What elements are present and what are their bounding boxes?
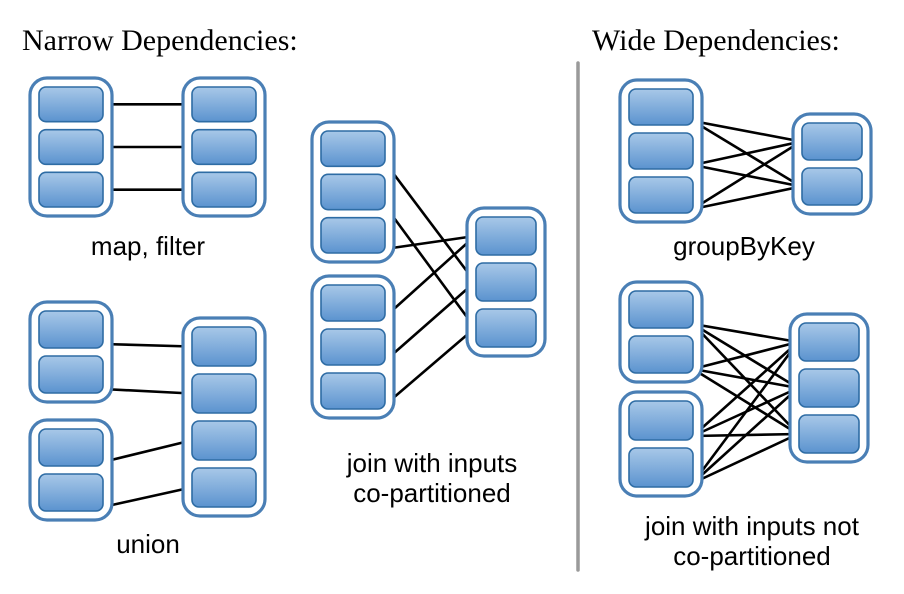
join-nocopart-source-rdd-1-partition-2 — [628, 335, 694, 374]
union-target-rdd-partition-4 — [191, 467, 257, 508]
groupbykey-group-arrow-5 — [692, 140, 802, 211]
join-nocopart-target-rdd-partition-3 — [798, 414, 860, 454]
map-filter-target-rdd-partition-1 — [191, 86, 257, 123]
join-copart-source-rdd-1-partition-1 — [320, 130, 386, 168]
join-not-copartitioned-group-arrow-1 — [692, 322, 799, 345]
join-copartitioned-group-arrow-1 — [383, 161, 477, 283]
join-nocopart-source-rdd-2-partition-1 — [628, 400, 694, 441]
join-not-copartitioned-group-arrow-6 — [692, 367, 799, 436]
union-source-rdd-2-partition-1 — [38, 428, 104, 467]
dependency-arrows-layer — [102, 100, 802, 509]
wide-dependencies-heading: Wide Dependencies: — [592, 24, 840, 57]
union-caption: union — [116, 529, 180, 559]
union-target-rdd-partition-3 — [191, 420, 257, 461]
join-copartitioned-group-arrow-5 — [384, 281, 476, 362]
join-nocopart-source-rdd-2-partition-2 — [628, 447, 694, 488]
join-copart-source-rdd-1-partition-2 — [320, 173, 386, 211]
groupbykey-group-arrow-1 — [692, 119, 802, 144]
map-filter-target-rdd-partition-3 — [191, 171, 257, 208]
join-not-copartitioned-group-arrow-11 — [692, 387, 799, 484]
join-copart-target-rdd-partition-1 — [475, 216, 537, 256]
union-group-arrow-3 — [102, 439, 192, 464]
join-copartitioned-group-arrow-6 — [384, 327, 476, 406]
join-copart-source-rdd-2-partition-2 — [320, 328, 386, 366]
groupbykey-target-rdd-partition-2 — [801, 167, 863, 206]
union-target-rdd-partition-1 — [191, 326, 257, 367]
map-filter-source-rdd-partition-1 — [38, 86, 104, 123]
join-copartitioned-group-arrow-4 — [384, 235, 476, 318]
join-copart-source-rdd-2-partition-3 — [320, 372, 386, 410]
join-nocopart-target-rdd-partition-1 — [798, 322, 860, 362]
map-filter-caption: map, filter — [91, 231, 205, 261]
groupbykey-target-rdd-partition-1 — [801, 122, 863, 161]
map-filter-source-rdd-partition-3 — [38, 171, 104, 208]
join-not-copartitioned-group-arrow-5 — [692, 367, 799, 390]
union-group-arrow-4 — [102, 485, 192, 509]
join-copart-source-rdd-1-partition-3 — [320, 216, 386, 254]
groupbykey-source-rdd-partition-2 — [628, 132, 694, 170]
join-nocopart-target-rdd-partition-2 — [798, 368, 860, 408]
rdd-containers-layer — [28, 76, 873, 522]
join-copart-source-rdd-2-partition-1 — [320, 284, 386, 322]
headings-layer: Narrow Dependencies: Wide Dependencies: — [22, 24, 840, 57]
union-source-rdd-2-partition-2 — [38, 473, 104, 512]
join-copartitioned-group-arrow-2 — [383, 204, 477, 329]
join-not-copartitioned-group-arrow-7 — [692, 341, 799, 437]
groupbykey-group-arrow-3 — [692, 139, 802, 167]
union-source-rdd-1-partition-1 — [38, 310, 104, 349]
union-target-rdd — [181, 316, 267, 518]
join-nocopart-source-rdd-1-partition-1 — [628, 290, 694, 329]
join-not-copartitioned-group-arrow-10 — [691, 341, 800, 484]
groupbykey-source-rdd-partition-3 — [628, 176, 694, 214]
join-not-copartitioned-group-arrow-4 — [692, 340, 799, 371]
union-source-rdd-1-partition-2 — [38, 355, 104, 394]
groupbykey-group-arrow-6 — [692, 184, 802, 211]
join-copart-target-rdd-partition-2 — [475, 262, 537, 302]
union-group-arrow-2 — [102, 387, 192, 397]
map-filter-source-rdd-partition-2 — [38, 128, 104, 166]
join-copart-target-rdd-partition-3 — [475, 308, 537, 348]
union-target-rdd-partition-2 — [191, 373, 257, 414]
groupbykey-caption: groupByKey — [673, 231, 815, 261]
join-not-copartitioned-group-arrow-12 — [692, 432, 799, 485]
map-filter-target-rdd-partition-2 — [191, 128, 257, 166]
groupbykey-source-rdd-partition-1 — [628, 88, 694, 126]
narrow-dependencies-heading: Narrow Dependencies: — [22, 24, 298, 57]
join-copartitioned-group-arrow-3 — [384, 233, 476, 251]
union-group-arrow-1 — [102, 342, 192, 350]
